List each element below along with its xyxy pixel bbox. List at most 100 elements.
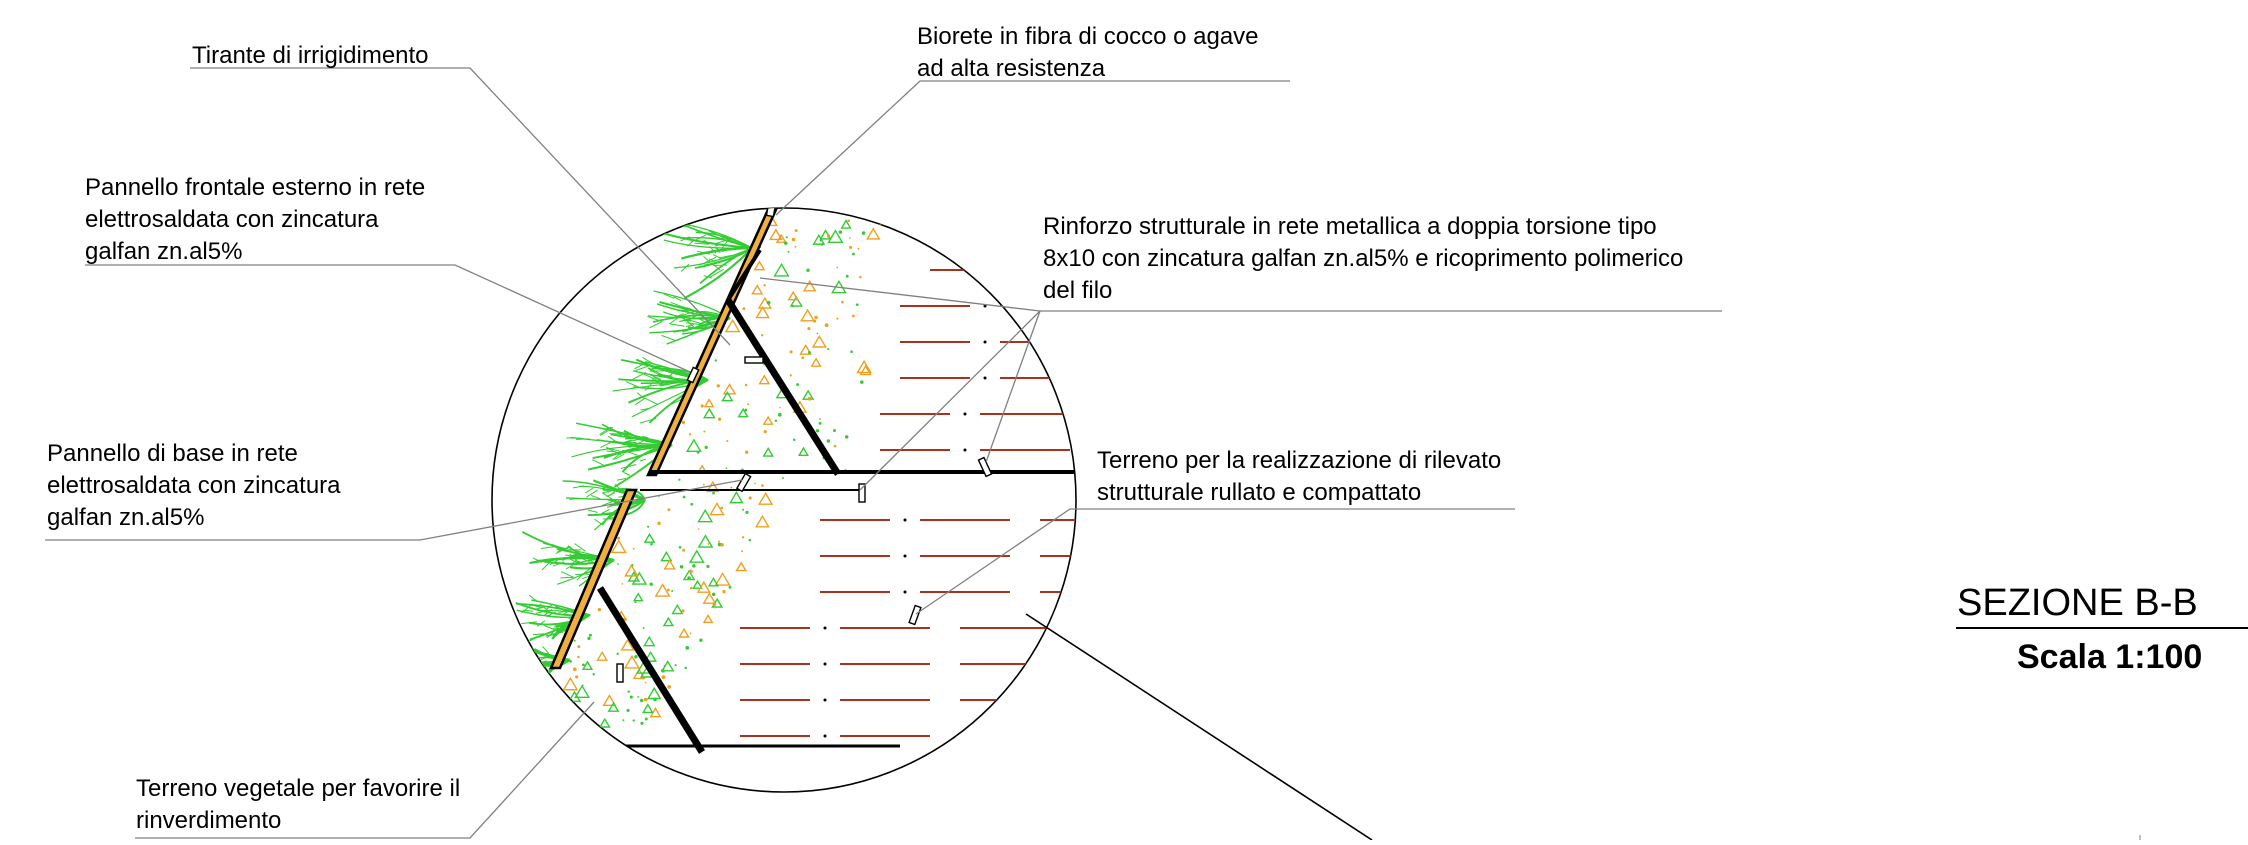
aggregate-dot	[856, 303, 859, 306]
aggregate-dot	[692, 564, 695, 567]
vegetation-twig	[591, 495, 600, 498]
vegetation-twig	[560, 577, 573, 578]
aggregate-triangle	[564, 678, 577, 689]
section-title: SEZIONE B-B	[1957, 582, 2198, 625]
aggregate-dot	[718, 418, 721, 421]
vegetation-twig	[533, 676, 544, 677]
aggregate-dot	[742, 307, 745, 310]
vegetation-twig	[640, 418, 656, 423]
leader-biorete	[776, 81, 1290, 215]
vegetation-twig	[529, 635, 542, 642]
vegetation-twig	[658, 215, 672, 219]
aggregate-triangle	[648, 688, 660, 698]
aggregate-dot	[634, 655, 637, 658]
aggregate-dot	[587, 637, 590, 640]
leader-rinforzo-c	[986, 311, 1040, 462]
aggregate-dot	[712, 593, 715, 596]
aggregate-dot	[808, 397, 812, 401]
vegetation-twig	[520, 666, 532, 670]
aggregate-triangle	[755, 262, 764, 270]
vegetation-twig	[645, 398, 657, 404]
stiffening-tie-upper	[728, 300, 838, 474]
aggregate-dot	[722, 590, 725, 593]
aggregate-dot	[715, 359, 717, 361]
aggregate-dot	[827, 348, 829, 350]
aggregate-dot	[795, 246, 797, 248]
aggregate-dot	[849, 237, 851, 239]
soil-layer-dot	[1014, 269, 1017, 272]
aggregate-dot	[764, 430, 767, 433]
vegetation-twig	[524, 666, 540, 672]
connector-7	[909, 606, 921, 625]
leader-pannello-frontale	[85, 265, 690, 372]
aggregate-dot	[582, 664, 585, 667]
aggregate-dot	[634, 601, 636, 603]
vegetation-twig	[712, 264, 720, 270]
aggregate-dot	[662, 675, 666, 679]
aggregate-triangle	[764, 448, 773, 456]
vegetation-twig	[576, 439, 590, 440]
aggregate-dot	[667, 508, 670, 511]
aggregate-dot	[685, 646, 689, 650]
aggregate-triangle	[644, 637, 654, 645]
leader-rinforzo-b	[860, 311, 1040, 490]
soil-layer-dot	[984, 377, 987, 380]
aggregate-dot	[643, 627, 645, 629]
aggregate-triangle	[737, 563, 746, 571]
aggregate-dot	[827, 234, 830, 237]
aggregate-triangle	[704, 409, 714, 418]
aggregate-triangle	[799, 448, 808, 455]
aggregate-dot	[761, 484, 764, 487]
label-biorete: Biorete in fibra di cocco o agave ad alt…	[917, 21, 1259, 85]
aggregate-dot	[850, 350, 853, 353]
soil-layer-dot	[984, 341, 987, 344]
aggregate-dot	[742, 509, 744, 511]
aggregate-dot	[682, 609, 685, 612]
aggregate-triangle	[760, 376, 769, 384]
soil-layer-dot	[904, 591, 907, 594]
aggregate-dot	[745, 451, 748, 454]
aggregate-dot	[671, 590, 673, 592]
vegetation-twig	[522, 651, 534, 655]
aggregate-dot	[788, 251, 790, 253]
vegetation-twig	[542, 562, 550, 570]
aggregate-dot	[690, 503, 693, 506]
aggregate-dot	[698, 528, 700, 530]
aggregate-dot	[814, 316, 817, 319]
aggregate-dot	[726, 467, 728, 469]
aggregate-dot	[847, 219, 850, 222]
vegetation-twig	[506, 662, 520, 663]
aggregate-triangle	[548, 704, 558, 713]
aggregate-dot	[598, 608, 601, 611]
aggregate-dot	[650, 543, 653, 546]
aggregate-dot	[796, 383, 799, 386]
aggregate-dot	[703, 484, 705, 486]
aggregate-dot	[859, 276, 861, 278]
stiffening-tie-lower	[600, 588, 702, 752]
aggregate-dot	[726, 440, 728, 442]
vegetation-twig	[649, 322, 662, 328]
aggregate-dot	[582, 685, 584, 687]
vegetation	[506, 214, 752, 685]
aggregate-dot	[657, 522, 660, 525]
aggregate-dot	[717, 384, 720, 387]
aggregate-dot	[749, 496, 752, 499]
label-rinforzo-line-3: del filo	[1043, 275, 1683, 307]
aggregate-dot	[846, 275, 849, 278]
aggregate-triangle	[643, 705, 652, 713]
aggregate-dot	[793, 439, 796, 442]
label-tirante-text: Tirante di irrigidimento	[192, 40, 429, 72]
aggregate-dot	[767, 301, 771, 305]
connector-8	[617, 664, 623, 682]
aggregate-dot	[836, 267, 838, 269]
aggregate-dot	[699, 639, 702, 642]
label-pannello-frontale-line-1: Pannello frontale esterno in rete	[85, 172, 425, 204]
aggregate-dot	[819, 418, 821, 420]
soil-layer-dot	[824, 699, 827, 702]
aggregate-dot	[763, 284, 765, 286]
aggregate-dot	[858, 248, 860, 250]
aggregate-dot	[779, 407, 781, 409]
vegetation-twig	[662, 376, 672, 377]
aggregate-dot	[790, 374, 792, 376]
